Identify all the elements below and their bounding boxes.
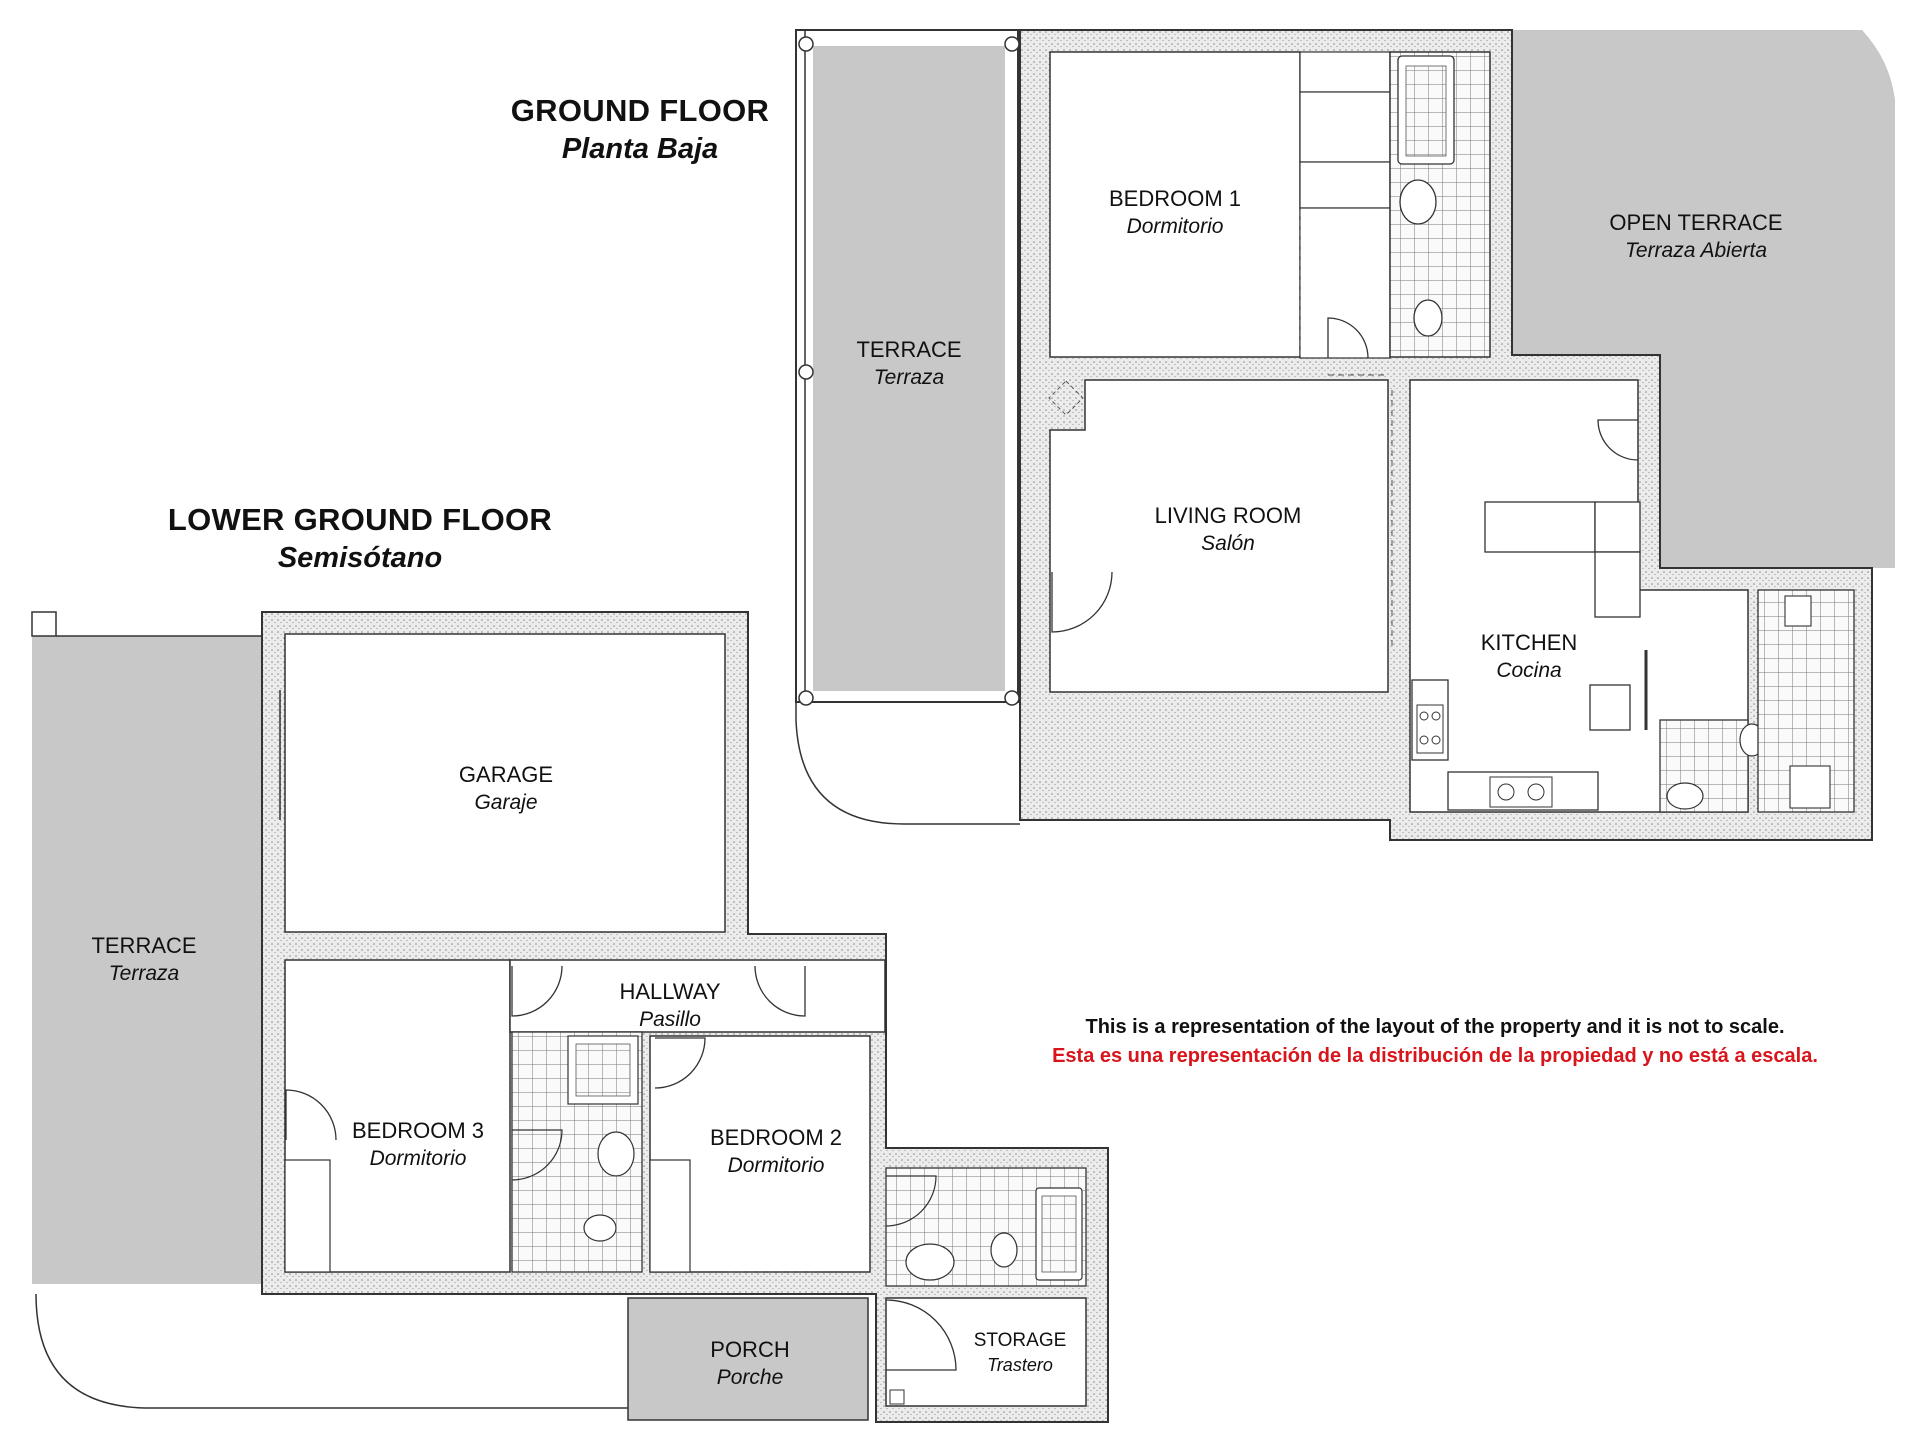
terrace-ground-area [813, 46, 1005, 691]
boundary-curve [35, 1293, 628, 1409]
hob [1416, 704, 1444, 754]
door-arc [511, 965, 563, 1017]
ground-floor-title: GROUND FLOOR Planta Baja [480, 93, 800, 166]
ground-floor-plan [795, 29, 1895, 841]
label-kitchen-es: Cocina [1496, 659, 1562, 682]
door-arc [885, 1299, 957, 1371]
label-open-terrace: OPEN TERRACE Terraza Abierta [1609, 210, 1782, 263]
label-storage-en: STORAGE [973, 1330, 1067, 1351]
lower-ground-floor-title-en: LOWER GROUND FLOOR [167, 502, 553, 537]
toilet [990, 1232, 1018, 1268]
label-porch: PORCH Porche [710, 1337, 789, 1390]
column-marker [1004, 690, 1020, 706]
label-living-room-en: LIVING ROOM [1154, 503, 1302, 528]
door-arc [285, 1089, 337, 1141]
label-bedroom2-es: Dormitorio [727, 1154, 825, 1177]
label-bedroom3-en: BEDROOM 3 [351, 1118, 485, 1143]
kitchen-room [1409, 379, 1749, 813]
label-living-room-es: Salón [1201, 532, 1255, 555]
lower-ground-floor-title-es: Semisótano [277, 542, 443, 574]
living-room-room [1049, 379, 1389, 693]
label-bedroom1: BEDROOM 1 Dormitorio [1109, 186, 1241, 239]
toilet [1413, 299, 1443, 337]
hallway-room [509, 959, 886, 1033]
label-bedroom3-es: Dormitorio [369, 1147, 467, 1170]
lower-ground-floor-plan [31, 611, 1109, 1423]
label-hallway-es: Pasillo [639, 1008, 701, 1031]
label-bedroom3: BEDROOM 3 Dormitorio [352, 1118, 484, 1171]
label-open-terrace-es: Terraza Abierta [1624, 239, 1768, 262]
label-bedroom2: BEDROOM 2 Dormitorio [710, 1125, 842, 1178]
open-terrace-area [1512, 30, 1895, 568]
label-open-terrace-en: OPEN TERRACE [1609, 210, 1783, 235]
label-kitchen: KITCHEN Cocina [1481, 630, 1578, 683]
disclaimer-es: Esta es una representación de la distrib… [1052, 1045, 1818, 1067]
door-arc [754, 965, 806, 1017]
label-storage: STORAGE Trastero [974, 1330, 1067, 1376]
column-marker [1004, 36, 1020, 52]
kitchen-sink [1489, 776, 1553, 808]
label-terrace-ground-es: Terraza [873, 366, 945, 389]
storage-room [885, 1297, 1087, 1407]
porch-area [627, 1297, 869, 1421]
column-marker [798, 364, 814, 380]
label-terrace-lower-en: TERRACE [91, 933, 197, 958]
label-garage-en: GARAGE [458, 762, 554, 787]
label-porch-en: PORCH [710, 1337, 790, 1362]
boundary-curve [795, 702, 1020, 825]
label-garage: GARAGE Garaje [459, 762, 553, 815]
ground-floor-title-es: Planta Baja [561, 133, 719, 165]
column-marker [798, 690, 814, 706]
label-hallway: HALLWAY Pasillo [619, 979, 720, 1032]
disclaimer-en: This is a representation of the layout o… [1085, 1016, 1785, 1038]
label-terrace-lower: TERRACE Terraza [91, 933, 196, 986]
label-terrace-ground-en: TERRACE [856, 337, 962, 362]
label-bedroom1-es: Dormitorio [1126, 215, 1224, 238]
label-terrace-lower-es: Terraza [108, 962, 180, 985]
disclaimer: This is a representation of the layout o… [985, 1016, 1885, 1068]
label-storage-es: Trastero [987, 1355, 1053, 1375]
column-marker [798, 36, 814, 52]
garage-room [284, 633, 726, 933]
door-arc [1597, 419, 1639, 461]
kitchen-island [1484, 501, 1596, 553]
label-garage-es: Garaje [474, 791, 538, 814]
door-arc [1051, 571, 1113, 633]
door-arc [654, 1037, 706, 1089]
terrace-lower-area [32, 636, 262, 1284]
lower-ground-floor-title: LOWER GROUND FLOOR Semisótano [150, 502, 570, 575]
label-hallway-en: HALLWAY [619, 979, 721, 1004]
washbasin [905, 1243, 955, 1281]
label-porch-es: Porche [716, 1366, 784, 1389]
label-kitchen-en: KITCHEN [1480, 630, 1578, 655]
washbasin [1399, 179, 1437, 225]
label-living-room: LIVING ROOM Salón [1155, 503, 1302, 556]
ground-floor-title-en: GROUND FLOOR [510, 93, 770, 128]
label-bedroom1-en: BEDROOM 1 [1108, 186, 1242, 211]
toilet [583, 1214, 617, 1242]
washbasin [597, 1131, 635, 1177]
label-terrace-ground: TERRACE Terraza [856, 337, 961, 390]
label-bedroom2-en: BEDROOM 2 [709, 1125, 843, 1150]
